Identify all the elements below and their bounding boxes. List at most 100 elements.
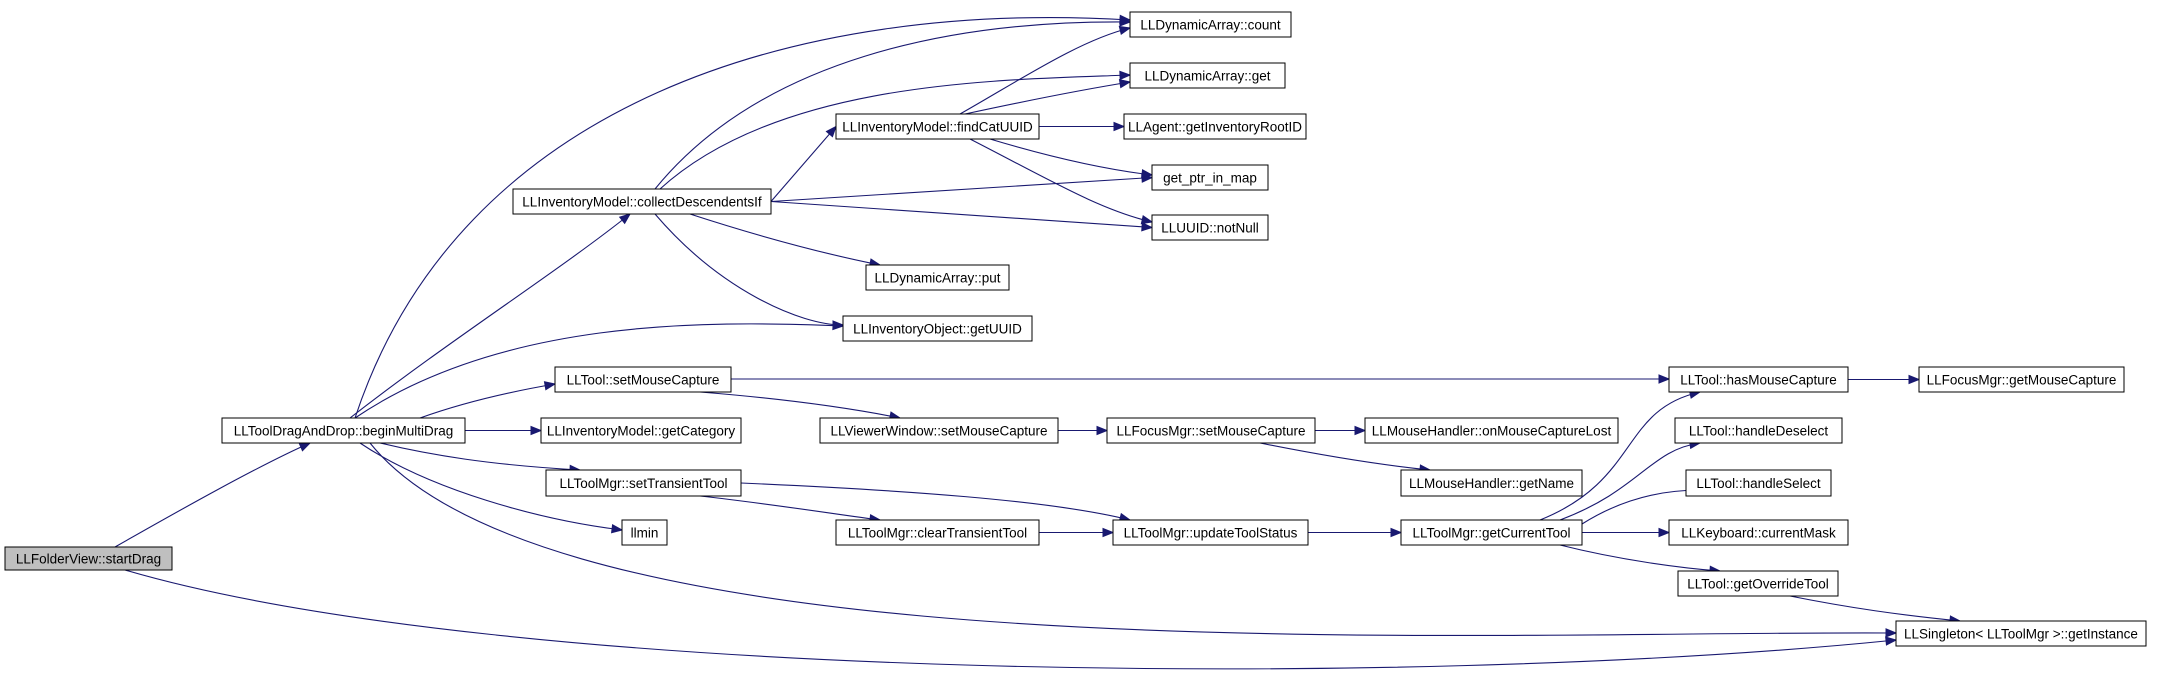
edge-setTransientTool-to-updateToolStatus <box>740 482 1132 523</box>
edge-collectDescendentsIf-to-dynCount <box>654 17 1132 190</box>
node-dynPut[interactable]: LLDynamicArray::put <box>865 264 1010 291</box>
node-updateToolStatus[interactable]: LLToolMgr::updateToolStatus <box>1112 519 1309 546</box>
node-box <box>1151 214 1269 241</box>
node-onMouseCaptureLost[interactable]: LLMouseHandler::onMouseCaptureLost <box>1364 417 1619 444</box>
edge-beginMultiDrag-to-collectDescendentsIf <box>349 213 632 419</box>
edge-getCurrentTool-to-currentMask <box>1582 527 1671 538</box>
node-label: LLToolMgr::updateToolStatus <box>1124 526 1298 541</box>
node-label: LLToolMgr::getCurrentTool <box>1412 526 1570 541</box>
edge-findCatUUID-to-dynCount <box>959 25 1132 115</box>
edge-collectDescendentsIf-to-findCatUUID <box>770 125 837 202</box>
node-label: LLToolDragAndDrop::beginMultiDrag <box>234 424 454 439</box>
node-dynGet[interactable]: LLDynamicArray::get <box>1129 62 1286 89</box>
node-getCurrentTool[interactable]: LLToolMgr::getCurrentTool <box>1400 519 1583 546</box>
node-hasMouseCapture[interactable]: LLTool::hasMouseCapture <box>1668 366 1849 393</box>
edge-line <box>1581 489 1701 525</box>
edge-arrowhead <box>1390 527 1403 538</box>
edge-line <box>349 213 631 419</box>
node-box <box>865 264 1010 291</box>
edge-focusSetMouseCapture-to-getName <box>1259 442 1432 474</box>
node-label: LLDynamicArray::get <box>1144 69 1270 84</box>
node-currentMask[interactable]: LLKeyboard::currentMask <box>1668 519 1849 546</box>
node-label: get_ptr_in_map <box>1163 171 1257 186</box>
edge-findCatUUID-to-notNull <box>969 138 1154 225</box>
node-box <box>512 188 772 215</box>
node-box <box>1129 62 1286 89</box>
node-handleDeselect[interactable]: LLTool::handleDeselect <box>1674 417 1843 444</box>
node-handleSelect[interactable]: LLTool::handleSelect <box>1685 469 1832 497</box>
edge-line <box>354 323 844 419</box>
edge-startDrag-to-getInstance <box>124 569 1898 670</box>
node-label: LLMouseHandler::getName <box>1409 476 1574 491</box>
node-objGetUUID[interactable]: LLInventoryObject::getUUID <box>842 315 1033 342</box>
nodes-layer: LLFolderView::startDrag LLToolDragAndDrop… <box>4 11 2147 647</box>
node-label: LLKeyboard::currentMask <box>1681 526 1836 541</box>
edge-arrowhead <box>1096 425 1109 436</box>
node-box <box>1674 417 1843 444</box>
node-label: LLSingleton< LLToolMgr >::getInstance <box>1904 627 2138 642</box>
node-label: LLFolderView::startDrag <box>16 552 161 567</box>
node-collectDescendentsIf[interactable]: LLInventoryModel::collectDescendentsIf <box>512 188 772 215</box>
edge-arrowhead <box>1885 628 1898 638</box>
node-getCategory[interactable]: LLInventoryModel::getCategory <box>540 417 742 444</box>
node-box <box>1400 469 1583 497</box>
node-getOverrideTool[interactable]: LLTool::getOverrideTool <box>1677 570 1839 597</box>
edge-line <box>654 213 844 326</box>
node-startDrag[interactable]: LLFolderView::startDrag <box>4 546 173 571</box>
edge-getOverrideTool-to-getInstance <box>1789 595 1962 625</box>
node-notNull[interactable]: LLUUID::notNull <box>1151 214 1269 241</box>
node-box <box>1123 113 1307 140</box>
edge-beginMultiDrag-to-llmin <box>359 442 624 534</box>
node-box <box>1918 366 2125 393</box>
edge-line <box>124 569 1897 670</box>
edge-arrowhead <box>618 213 632 225</box>
node-label: LLTool::setMouseCapture <box>567 373 720 388</box>
node-dynCount[interactable]: LLDynamicArray::count <box>1129 11 1292 38</box>
edge-line <box>689 213 881 266</box>
edge-startDrag-to-beginMultiDrag <box>114 442 312 548</box>
node-getInventoryRootID[interactable]: LLAgent::getInventoryRootID <box>1123 113 1307 140</box>
node-focusSetMouseCapture[interactable]: LLFocusMgr::setMouseCapture <box>1106 417 1316 444</box>
node-box <box>545 469 742 497</box>
node-toolSetMouseCapture[interactable]: LLTool::setMouseCapture <box>554 366 732 393</box>
node-label: LLInventoryModel::findCatUUID <box>842 120 1033 135</box>
edge-findCatUUID-to-dynGet <box>964 78 1132 115</box>
edge-line <box>1259 442 1431 471</box>
node-focusGetMouseCapture[interactable]: LLFocusMgr::getMouseCapture <box>1918 366 2125 393</box>
edge-collectDescendentsIf-to-getPtrInMap <box>770 173 1154 203</box>
node-llmin[interactable]: llmin <box>621 519 668 546</box>
node-label: LLUUID::notNull <box>1161 221 1259 236</box>
edge-hasMouseCapture-to-focusGetMouseCapture <box>1848 374 1921 385</box>
edge-arrowhead <box>543 381 557 391</box>
edge-toolSetMouseCapture-to-viewerSetMouseCapture <box>699 391 902 421</box>
edge-clearTransientTool-to-updateToolStatus <box>1039 527 1115 538</box>
node-label: LLMouseHandler::onMouseCaptureLost <box>1372 424 1612 439</box>
edge-arrowhead <box>298 442 312 452</box>
edge-line <box>989 138 1153 176</box>
node-getInstance[interactable]: LLSingleton< LLToolMgr >::getInstance <box>1895 620 2147 647</box>
node-box <box>1106 417 1316 444</box>
node-viewerSetMouseCapture[interactable]: LLViewerWindow::setMouseCapture <box>819 417 1059 444</box>
edge-line <box>1559 442 1701 521</box>
node-getPtrInMap[interactable]: get_ptr_in_map <box>1151 164 1269 191</box>
node-box <box>1677 570 1839 597</box>
edge-arrowhead <box>530 425 543 436</box>
edge-collectDescendentsIf-to-dynGet <box>659 70 1132 190</box>
edge-collectDescendentsIf-to-objGetUUID <box>654 213 845 330</box>
edge-arrowhead <box>832 320 845 330</box>
node-box <box>835 113 1040 140</box>
edge-findCatUUID-to-getInventoryRootID <box>1039 121 1126 132</box>
node-setTransientTool[interactable]: LLToolMgr::setTransientTool <box>545 469 742 497</box>
node-box <box>4 546 173 571</box>
edge-arrowhead <box>1113 121 1126 132</box>
node-clearTransientTool[interactable]: LLToolMgr::clearTransientTool <box>835 519 1040 546</box>
node-beginMultiDrag[interactable]: LLToolDragAndDrop::beginMultiDrag <box>221 417 466 444</box>
edge-arrowhead <box>1141 169 1154 179</box>
node-getName[interactable]: LLMouseHandler::getName <box>1400 469 1583 497</box>
node-label: LLTool::handleSelect <box>1696 476 1821 491</box>
edge-line <box>354 17 1131 419</box>
edge-getCurrentTool-to-hasMouseCapture <box>1539 389 1702 521</box>
edge-getCurrentTool-to-handleSelect <box>1581 485 1702 525</box>
node-findCatUUID[interactable]: LLInventoryModel::findCatUUID <box>835 113 1040 140</box>
